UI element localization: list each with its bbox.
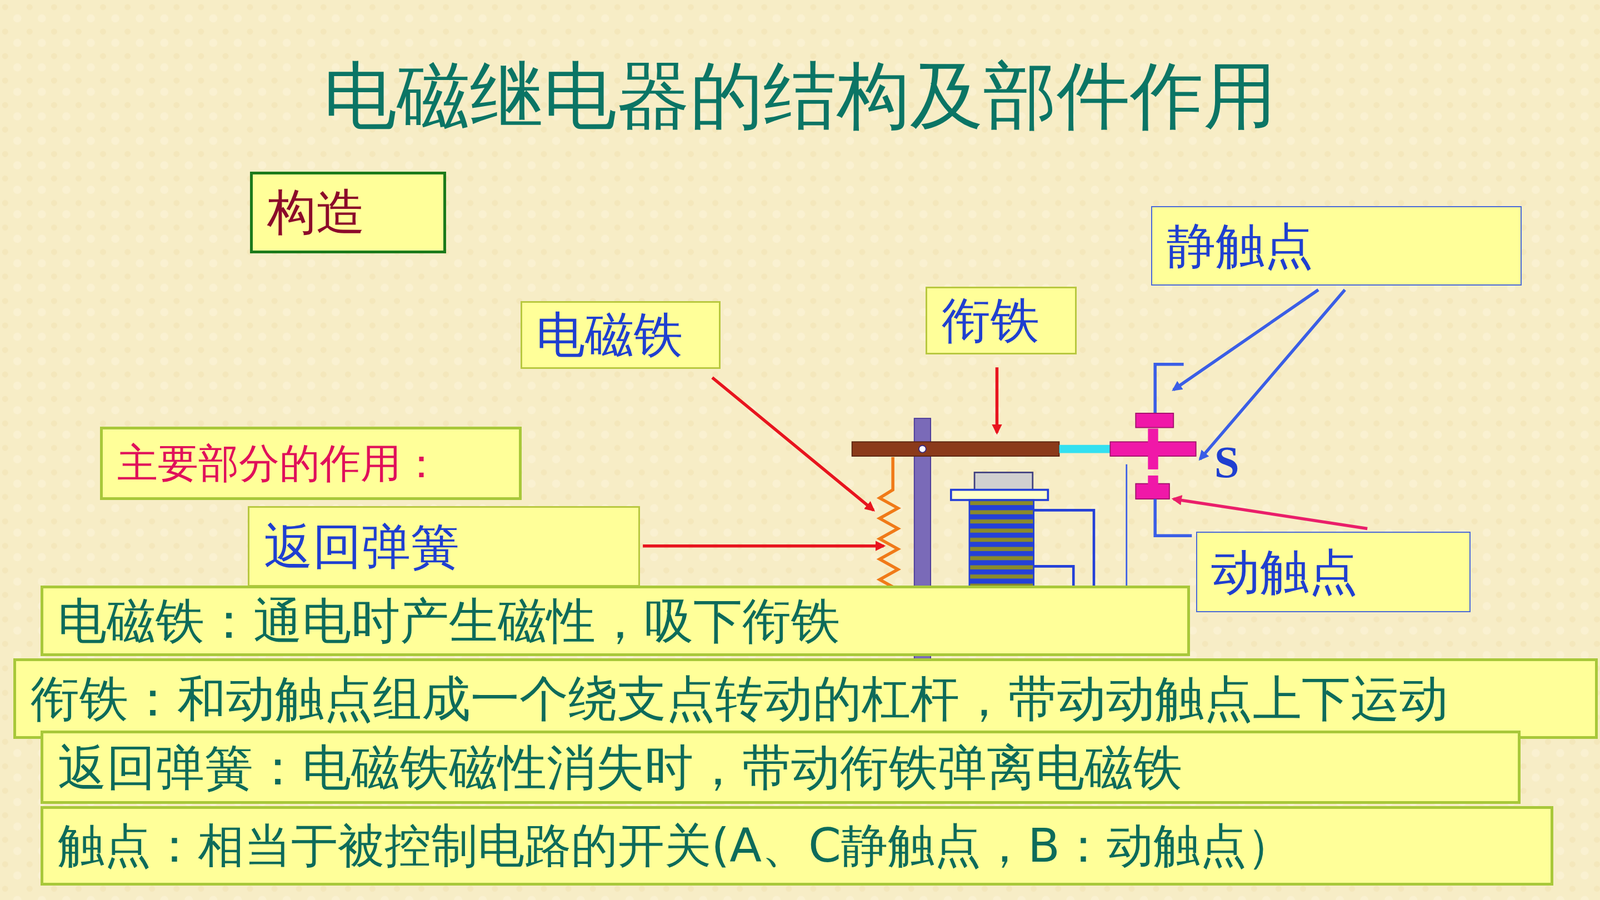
part-label: 动触点 [1196, 531, 1471, 613]
leader-arrow [1173, 498, 1368, 529]
contact-letter: S [1214, 436, 1240, 489]
heading-box: 主要部分的作用： [100, 426, 522, 500]
static-contact-upper [1135, 413, 1174, 428]
leader-arrow [1200, 290, 1345, 460]
leader-arrow [995, 367, 999, 433]
static-contact-bracket [1155, 364, 1184, 414]
armature [852, 441, 1060, 457]
description-box: 电磁铁：通电时产生磁性，吸下衔铁 [40, 585, 1190, 657]
box-text: 静触点 [1166, 217, 1314, 274]
return-spring [879, 457, 898, 603]
part-label: 返回弹簧 [247, 506, 640, 587]
box-text: 衔铁 [941, 292, 1040, 349]
armature-link [1059, 445, 1113, 454]
leader-arrow [642, 544, 884, 548]
description-box: 触点：相当于被控制电路的开关(A、C静触点，B：动触点） [40, 806, 1553, 886]
static-contact-lower-stem [1147, 475, 1158, 486]
box-text: 触点：相当于被控制电路的开关(A、C静触点，B：动触点） [57, 818, 1294, 873]
moving-contact-stem [1147, 428, 1158, 469]
pivot-point [918, 445, 927, 453]
part-label: 衔铁 [925, 286, 1077, 355]
leader-arrow [1173, 290, 1319, 390]
box-text: 动触点 [1211, 543, 1358, 600]
heading-box: 构造 [250, 171, 447, 254]
box-text: 电磁铁：通电时产生磁性，吸下衔铁 [57, 592, 840, 649]
leader-arrow [712, 377, 874, 511]
box-text: 返回弹簧：电磁铁磁性消失时，带动衔铁弹离电磁铁 [57, 739, 1183, 796]
description-box: 衔铁：和动触点组成一个绕支点转动的杠杆，带动动触点上下运动 [13, 658, 1598, 739]
description-box: 返回弹簧：电磁铁磁性消失时，带动衔铁弹离电磁铁 [40, 730, 1520, 804]
static-contact-bracket [1155, 498, 1192, 536]
box-text: 主要部分的作用： [117, 440, 442, 487]
part-label: 电磁铁 [520, 301, 721, 369]
magnet-core-top [974, 472, 1033, 490]
magnet-flange [951, 490, 1048, 500]
box-text: 电磁铁 [536, 306, 683, 363]
static-contact-lower [1135, 483, 1170, 500]
box-text: 衔铁：和动触点组成一个绕支点转动的杠杆，带动动触点上下运动 [30, 670, 1449, 727]
part-label: 静触点 [1151, 206, 1522, 286]
slide-title: 电磁继电器的结构及部件作用 [0, 53, 1600, 138]
box-text: 返回弹簧 [263, 518, 460, 575]
box-text: 构造 [267, 183, 365, 240]
